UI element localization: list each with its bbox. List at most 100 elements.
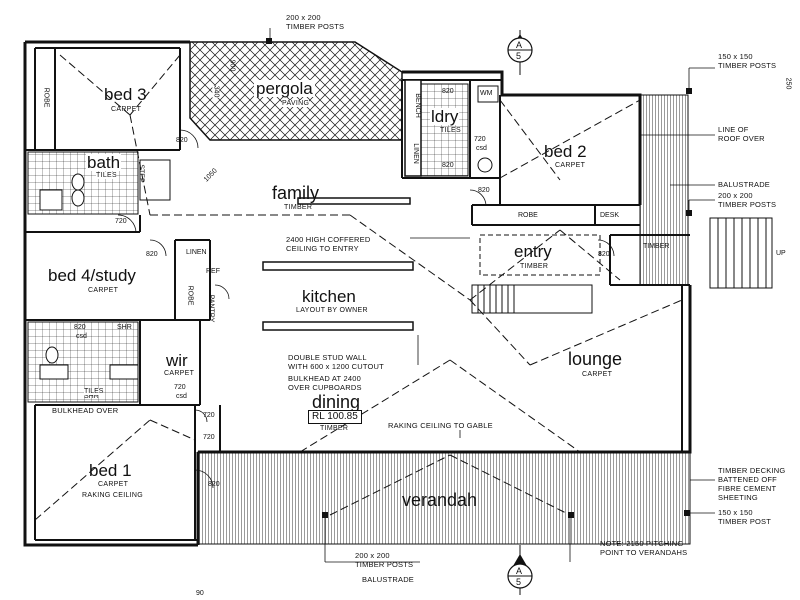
room-bed3-name: bed 3 — [104, 85, 147, 104]
dimension-340: 340 — [212, 85, 220, 98]
door-size-wc-csd: csd — [76, 333, 87, 340]
note-timber-posts-r-1: 200 x 200 — [718, 191, 753, 200]
bed2-robe-label: ROBE — [518, 212, 538, 219]
door-size-720-a: 720 — [203, 412, 215, 419]
room-entry-name: entry — [514, 242, 552, 261]
door-size-wir-csd: csd — [176, 393, 187, 400]
room-bath-name: bath — [86, 153, 122, 172]
room-bed1-finish2: RAKING CEILING — [82, 492, 143, 499]
verandah-decking — [197, 451, 691, 545]
outer-walls — [23, 40, 692, 547]
wm-label: WM — [480, 90, 493, 97]
note-balustrade-bottom: BALUSTRADE — [362, 575, 415, 584]
section-bottom-number: 5 — [516, 577, 522, 587]
room-ldry-finish: TILES — [440, 127, 461, 134]
step-label: STEP — [137, 164, 145, 183]
room-bed3-finish: CARPET — [111, 106, 142, 113]
steps-up-label: UP — [776, 250, 786, 257]
room-dining-finish: TIMBER — [320, 425, 349, 432]
entry-coffer — [479, 234, 601, 276]
section-bottom-letter: A — [516, 566, 523, 576]
door-size-wc: 820 — [74, 324, 86, 331]
door-size-wir: 720 — [174, 384, 186, 391]
section-top-number: 5 — [516, 51, 522, 61]
rl-level-box: RL 100.85 — [308, 410, 362, 424]
note-stud-wall-1: DOUBLE STUD WALL — [288, 353, 367, 362]
note-timber-posts-bottom-2: TIMBER POSTS — [355, 560, 414, 569]
joinery — [262, 79, 422, 331]
bed3-robe-label: ROBE — [42, 87, 50, 108]
note-line-of-roof-2: ROOF OVER — [718, 134, 765, 143]
interior-walls — [25, 47, 690, 541]
timber-posts — [266, 38, 692, 518]
room-ldry-name: ldry — [430, 107, 460, 126]
door-size-720-b: 720 — [203, 434, 215, 441]
linen-label: LINEN — [186, 249, 207, 256]
note-coffered-2: CEILING TO ENTRY — [286, 244, 359, 253]
ensuite-tiles — [27, 321, 139, 403]
door-size-ldry-mid: 820 — [442, 162, 454, 169]
ldry-linen-label: LINEN — [411, 143, 419, 164]
door-swings — [117, 129, 615, 489]
section-marker-bottom — [507, 545, 533, 595]
stairs — [471, 284, 593, 314]
room-lounge-finish: CARPET — [582, 371, 613, 378]
porch-timber-label: TIMBER — [643, 243, 670, 250]
door-size-bed3: 820 — [176, 137, 188, 144]
shr-label-ensuite: SHR — [84, 393, 99, 400]
room-wir-name: wir — [166, 351, 188, 370]
bed2-desk-label: DESK — [600, 212, 620, 219]
room-pergola-finish: PAVING — [282, 100, 310, 107]
leader-lines — [269, 28, 715, 563]
room-kitchen-name: kitchen — [302, 287, 356, 306]
section-marker-top — [507, 30, 533, 75]
note-bulkhead-cup-1: BULKHEAD AT 2400 — [288, 374, 361, 383]
room-wir-finish: CARPET — [164, 370, 195, 377]
room-bed4-name: bed 4/study — [48, 266, 136, 285]
fixtures — [39, 85, 499, 380]
porch-decking — [639, 94, 689, 286]
note-timber-posts-r-2: TIMBER POSTS — [718, 200, 777, 209]
room-entry-finish: TIMBER — [520, 263, 549, 270]
note-bulkhead-cup-2: OVER CUPBOARDS — [288, 383, 362, 392]
door-size-ldry-side: 720 — [474, 136, 486, 143]
room-bed2-finish: CARPET — [555, 162, 586, 169]
door-size-ldry-csd: csd — [476, 145, 487, 152]
note-timber-decking-4: SHEETING — [718, 493, 758, 502]
note-timber-posts-bottom-1: 200 x 200 — [355, 551, 390, 560]
room-kitchen-finish: LAYOUT BY OWNER — [296, 307, 368, 314]
door-size-bed4: 820 — [146, 251, 158, 258]
door-size-bed1: 820 — [208, 481, 220, 488]
note-timber-decking-3: FIBRE CEMENT — [718, 484, 777, 493]
roof-lines — [34, 54, 683, 521]
room-bed1-finish: CARPET — [98, 481, 129, 488]
note-coffered-1: 2400 HIGH COFFERED — [286, 235, 371, 244]
note-bulkhead-over: BULKHEAD OVER — [52, 406, 119, 415]
section-top-letter: A — [516, 40, 523, 50]
shr-label-top: SHR — [117, 324, 132, 331]
note-timber-posts-tr-1: 150 x 150 — [718, 52, 753, 61]
note-timber-decking-2: BATTENED OFF — [718, 475, 777, 484]
note-line-of-roof-1: LINE OF — [718, 125, 749, 134]
note-timber-posts-top-2: TIMBER POSTS — [286, 22, 345, 31]
door-size-entry: 820 — [598, 251, 610, 258]
external-steps — [709, 217, 773, 289]
note-timber-post-br-1: 150 x 150 — [718, 508, 753, 517]
room-bed4-finish: CARPET — [88, 287, 119, 294]
note-timber-post-br-2: TIMBER POST — [718, 517, 772, 526]
room-bed2-name: bed 2 — [544, 142, 587, 161]
note-raking-gable: RAKING CEILING TO GABLE — [388, 421, 493, 430]
note-stud-wall-2: WITH 600 x 1200 CUTOUT — [288, 362, 384, 371]
bed4-robe-label: ROBE — [186, 285, 194, 306]
ref-label: REF — [206, 268, 220, 275]
bench-label: BENCH — [413, 93, 421, 118]
room-family-name: family — [272, 183, 320, 203]
ensuite-tiles-label: TILES — [84, 388, 104, 395]
room-pergola-name: pergola — [254, 79, 315, 98]
laundry-tiles — [417, 83, 469, 177]
room-verandah-name: verandah — [402, 490, 478, 510]
room-bath-finish: TILES — [96, 172, 117, 179]
pantry-label: PANTRY — [207, 294, 215, 323]
note-timber-posts-tr-2: TIMBER POSTS — [718, 61, 777, 70]
note-timber-decking-1: TIMBER DECKING — [718, 466, 786, 475]
